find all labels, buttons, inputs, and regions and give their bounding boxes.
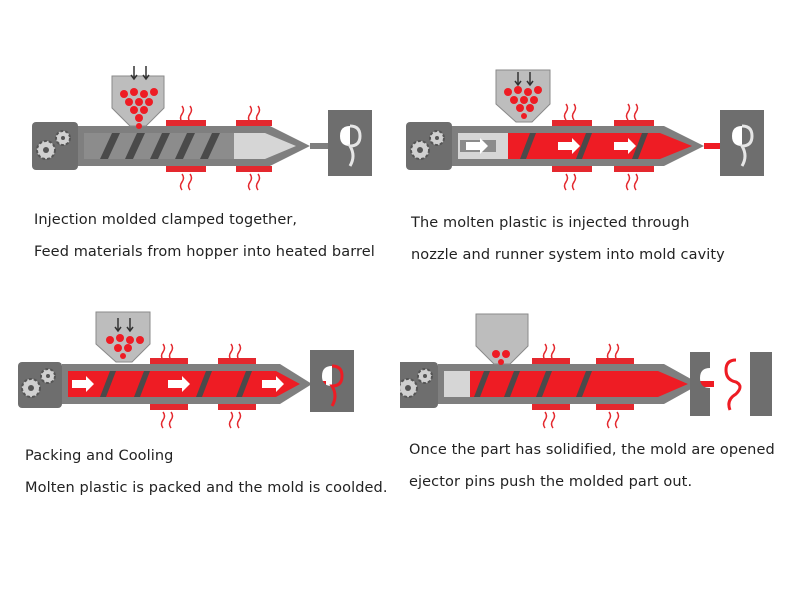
barrel <box>452 126 724 166</box>
heater-bands <box>166 120 272 172</box>
gear-icon <box>429 130 445 146</box>
right-arrow-icon <box>72 376 284 392</box>
mold-left-half <box>310 350 332 412</box>
hopper <box>475 313 529 365</box>
step-1-diagram <box>32 66 372 191</box>
motor-box <box>32 122 78 170</box>
barrel <box>438 364 714 404</box>
barrel-bore <box>444 371 470 397</box>
motor-box <box>400 362 438 408</box>
motor-box <box>18 362 62 408</box>
gear-icon <box>21 378 41 398</box>
down-arrow-icon <box>114 318 134 333</box>
gear-icon <box>40 368 56 384</box>
down-arrow-icon <box>130 66 150 81</box>
mold-right-half <box>742 110 764 176</box>
screw-flights <box>474 371 592 397</box>
gear-icon <box>400 378 418 398</box>
heat-wave-icon <box>563 103 639 191</box>
plastic-pellets <box>106 334 144 359</box>
gear-icon <box>410 140 430 160</box>
step-4-diagram <box>400 313 772 429</box>
hopper-body <box>475 313 529 365</box>
step-1-caption-line-2: Feed materials from hopper into heated b… <box>34 244 375 260</box>
step-2-caption-line-2: nozzle and runner system into mold cavit… <box>411 247 725 263</box>
mold-left-half <box>690 352 710 416</box>
hopper <box>95 311 151 363</box>
step-4-caption-line-2: ejector pins push the molded part out. <box>409 474 693 490</box>
mold <box>328 110 372 176</box>
heater-bands <box>150 358 256 410</box>
mold-right-half <box>332 350 354 412</box>
gear-icon <box>55 130 71 146</box>
step-2-diagram <box>406 69 764 191</box>
mold-left-half <box>720 110 742 176</box>
mold-right-half <box>350 110 372 176</box>
nozzle <box>700 381 714 387</box>
screw-flights <box>520 133 648 159</box>
heater-bands <box>552 120 654 172</box>
mold-left-half <box>328 110 350 176</box>
gear-icon <box>36 140 56 160</box>
step-3-caption-line-1: Packing and Cooling <box>25 448 174 464</box>
heater-bands <box>532 358 634 410</box>
mold <box>720 110 764 176</box>
barrel <box>62 364 326 404</box>
mold-right-half <box>750 352 772 416</box>
mold-cavity <box>347 124 362 167</box>
ejected-part <box>724 358 742 411</box>
mold-open <box>690 352 772 416</box>
plastic-pellets <box>492 350 510 365</box>
step-3-caption-line-2: Molten plastic is packed and the mold is… <box>25 480 388 496</box>
plastic-pellets <box>120 88 158 129</box>
step-3-diagram <box>18 311 354 429</box>
mold <box>310 350 354 412</box>
step-2-caption-line-1: The molten plastic is injected through <box>411 215 690 231</box>
nozzle <box>704 143 724 149</box>
screw-flights <box>100 371 252 397</box>
down-arrow-icon <box>514 72 534 87</box>
motor-box <box>406 122 452 170</box>
gear-icon <box>417 368 433 384</box>
mold-cavity <box>739 124 754 167</box>
barrel <box>78 126 332 166</box>
heat-wave-icon <box>179 105 261 191</box>
right-arrow-icon <box>466 138 636 154</box>
hopper <box>111 66 165 129</box>
hopper-body <box>495 69 551 123</box>
heat-wave-icon <box>160 343 242 429</box>
hopper <box>495 69 551 123</box>
plastic-pellets <box>504 86 542 119</box>
screw-flights <box>100 133 220 159</box>
step-2-panel: The molten plastic is injected through n… <box>400 0 800 300</box>
mold-cavity-filled <box>329 364 344 407</box>
step-1-panel: Injection molded clamped together, Feed … <box>0 0 400 300</box>
step-4-panel: Once the part has solidified, the mold a… <box>400 300 800 600</box>
step-1-caption-line-1: Injection molded clamped together, <box>34 212 298 228</box>
heat-wave-icon <box>542 343 620 429</box>
nozzle <box>310 143 332 149</box>
step-3-panel: Packing and Cooling Molten plastic is pa… <box>0 300 400 600</box>
molten-plastic <box>508 133 692 159</box>
step-4-caption-line-1: Once the part has solidified, the mold a… <box>409 442 775 458</box>
molten-plastic <box>470 371 688 397</box>
